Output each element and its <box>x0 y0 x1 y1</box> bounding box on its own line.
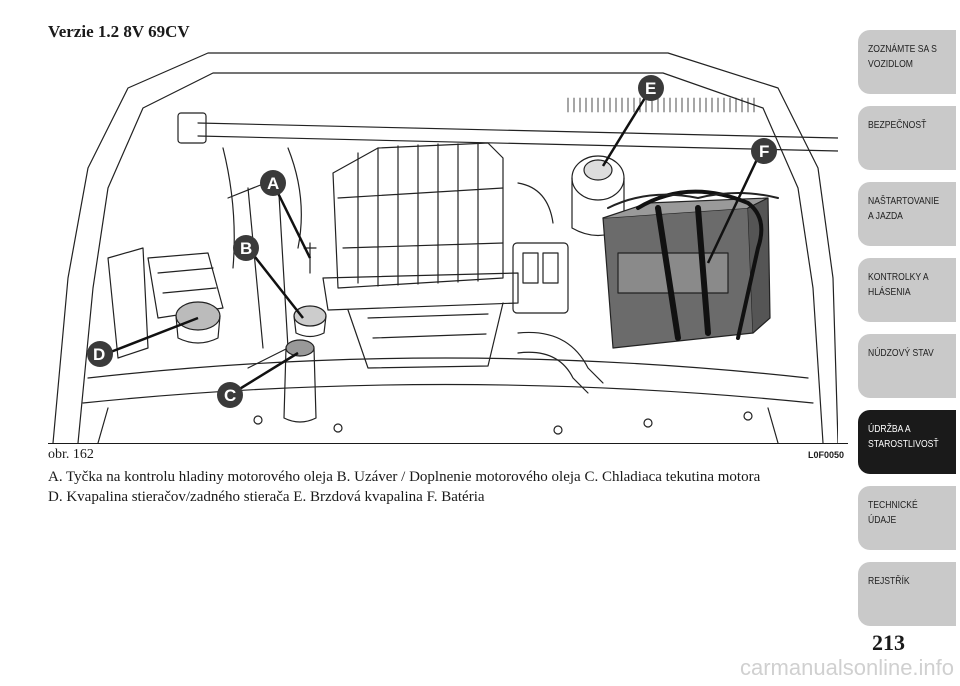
page-number: 213 <box>872 630 905 655</box>
figure-label: obr. 162 <box>48 447 94 462</box>
callout-d: D <box>87 341 113 367</box>
svg-text:B: B <box>240 239 252 258</box>
engine-bay-figure: A B C D E F <box>48 48 838 443</box>
section-title: Verzie 1.2 8V 69CV <box>48 22 190 41</box>
callout-f: F <box>751 138 777 164</box>
svg-text:C: C <box>224 386 236 405</box>
svg-text:F: F <box>759 142 769 161</box>
caption-line-2: D. Kvapalina stieračov/zadného stierača … <box>48 489 485 505</box>
watermark: carmanualsonline.info <box>740 655 955 680</box>
figure-code: L0F0050 <box>808 450 845 460</box>
tab-bezpecnost[interactable]: BEZPEČNOSŤ <box>858 106 956 170</box>
tab-rejstrik[interactable]: REJSTŘÍK <box>858 562 956 626</box>
engine-bay-illustration: A B C D E F <box>52 52 838 443</box>
figure-rule <box>48 443 848 444</box>
callout-a: A <box>260 170 286 196</box>
callout-c: C <box>217 382 243 408</box>
svg-text:A: A <box>267 174 279 193</box>
figure-caption: A. Tyčka na kontrolu hladiny motorového … <box>48 467 838 507</box>
svg-text:D: D <box>93 345 105 364</box>
callout-b: B <box>233 235 259 261</box>
caption-line-1: A. Tyčka na kontrolu hladiny motorového … <box>48 469 761 485</box>
callout-e: E <box>638 75 664 101</box>
svg-text:E: E <box>645 79 656 98</box>
tab-nudzovy-stav[interactable]: NÚDZOVÝ STAV <box>858 334 956 398</box>
